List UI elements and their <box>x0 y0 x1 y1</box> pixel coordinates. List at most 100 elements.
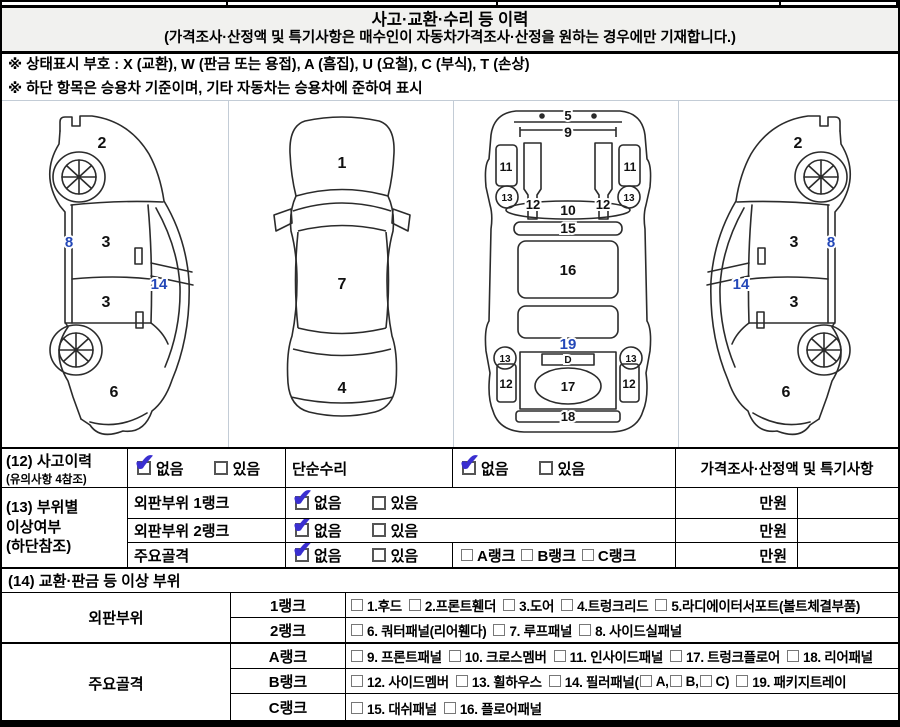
legend-note-1: ※ 상태표시 부호 : X (교환), W (판금 또는 용접), A (흠집)… <box>8 56 530 73</box>
part-label-sill: 8 <box>65 234 73 251</box>
exchange-header-label: (14) 교환·판금 등 이상 부위 <box>8 573 181 590</box>
part-label-side-member-fr: 12 <box>596 197 610 212</box>
checkbox-part-radiator-support[interactable] <box>655 599 668 612</box>
row-rank-c-parts: C랭크 15. 대쉬패널 16. 플로어패널 <box>230 692 898 722</box>
group-outer-panel-label-cell: 외판부위 <box>88 610 144 627</box>
part-label-sill: 8 <box>827 234 835 251</box>
checkbox-rank-b[interactable] <box>521 549 534 562</box>
rank2-amount-input-cell[interactable] <box>797 518 898 543</box>
checkbox-part-roof-panel[interactable] <box>493 624 506 637</box>
checkbox-repair-yes[interactable] <box>538 461 553 475</box>
part-label-floor-panel: 16 <box>560 262 577 279</box>
part-label-side-member-fl: 12 <box>526 197 540 212</box>
checkbox-part-wheelhouse[interactable] <box>455 675 468 688</box>
checkbox-part-front-panel[interactable] <box>351 650 363 663</box>
checkbox-part-rear-panel[interactable] <box>786 650 799 663</box>
checkbox-pillar-b[interactable] <box>669 675 682 688</box>
divider <box>496 0 498 5</box>
checkbox-accident-yes[interactable] <box>213 461 228 475</box>
row-outer-panel-rank1: 외판부위 1랭크 ✔없음 있음 만원 <box>127 488 898 518</box>
checkbox-part-side-member[interactable] <box>351 675 363 688</box>
checkbox-pillar-c[interactable] <box>699 675 712 688</box>
price-survey-header: 가격조사·산정액 및 특기사항 <box>700 461 874 478</box>
checkbox-part-side-sill-panel[interactable] <box>579 624 592 637</box>
checkbox-pillar-a[interactable] <box>639 675 652 688</box>
rank2-options-cell: ✔없음 있음 <box>285 518 675 543</box>
car-diagrams: 2 8 3 14 3 6 <box>2 100 898 447</box>
car-diagram-side-left: 2 8 3 14 3 6 <box>2 101 228 447</box>
section-title-box: 사고·교환·수리 등 이력 (가격조사·산정액 및 특기사항은 매수인이 자동차… <box>0 5 900 54</box>
part-label-trunk-floor: 17 <box>561 379 575 394</box>
accident-history-sublabel: (유의사항 4참조) <box>6 473 87 486</box>
row-part-condition: (13) 부위별 이상여부 (하단참조) 외판부위 1랭크 ✔없음 있음 만원 … <box>2 487 898 567</box>
checkbox-rank1-yes[interactable] <box>371 495 386 510</box>
row-rank-b-parts: B랭크 12. 사이드멤버 13. 휠하우스 14. 필러패널( A, B, C… <box>230 668 898 693</box>
checkbox-part-dash-panel[interactable] <box>351 701 363 714</box>
row-main-frame: 주요골격 ✔없음 있음 A랭크 B랭크 C랭크 만원 <box>127 542 898 567</box>
checkbox-frame-yes[interactable] <box>371 548 386 563</box>
row-exchange-header: (14) 교환·판금 등 이상 부위 <box>2 567 898 592</box>
checkbox-repair-none[interactable]: ✔ <box>459 449 480 477</box>
rank1-amount-input-cell[interactable] <box>797 488 898 518</box>
part-label-wheelhouse-rl: 13 <box>499 354 511 365</box>
accident-history-label: (12) 사고이력 <box>6 452 93 470</box>
checkbox-part-hood[interactable] <box>351 599 363 612</box>
checkbox-part-package-tray[interactable] <box>736 675 749 688</box>
part-label-roof: 7 <box>338 276 347 293</box>
checkbox-rank-c[interactable] <box>581 549 594 562</box>
checkbox-frame-none[interactable]: ✔ <box>292 543 313 564</box>
part-label-deck: D <box>564 355 571 366</box>
part-label-wheelhouse-rr: 13 <box>625 354 637 365</box>
checkbox-part-inside-panel[interactable] <box>553 650 566 663</box>
checkbox-rank2-none[interactable]: ✔ <box>292 519 313 540</box>
simple-repair-label-cell: 단순수리 <box>285 449 452 487</box>
checkbox-part-front-fender[interactable] <box>408 599 421 612</box>
group-main-frame-label-cell: 주요골격 <box>88 675 144 693</box>
row-rank1-parts: 1랭크 1.후드 2.프론트휀더 3.도어 4.트렁크리드 5.라디에이터서포트… <box>230 593 898 618</box>
checkbox-rank1-none[interactable]: ✔ <box>292 488 313 512</box>
checkbox-part-trunk-lid[interactable] <box>561 599 574 612</box>
checkbox-rank-a[interactable] <box>461 549 473 562</box>
row-rank-a-parts: A랭크 9. 프론트패널 10. 크로스멤버 11. 인사이드패널 17. 트렁… <box>230 644 898 669</box>
frame-rank-options-cell: A랭크 B랭크 C랭크 <box>452 543 675 567</box>
checkbox-part-floor-panel[interactable] <box>443 701 456 714</box>
car-diagram-side-right: 2 8 3 14 3 6 <box>678 101 897 447</box>
part-label-rear-door: 3 <box>102 294 111 311</box>
checkbox-part-pillar-panel[interactable] <box>548 675 561 688</box>
price-survey-header-cell: 가격조사·산정액 및 특기사항 <box>675 449 898 487</box>
checkbox-part-cross-member[interactable] <box>448 650 461 663</box>
part-label-pillar: 14 <box>733 276 750 293</box>
part-label-dash-panel: 15 <box>560 220 576 236</box>
checkbox-rank2-yes[interactable] <box>371 523 386 538</box>
part-condition-label-cell: (13) 부위별 이상여부 (하단참조) <box>6 499 79 556</box>
simple-repair-options-cell: ✔없음 있음 <box>452 449 675 487</box>
bottom-border <box>0 720 900 727</box>
part-label-fender: 2 <box>98 135 107 152</box>
part-label-front-door: 3 <box>790 234 799 251</box>
part-label-wheelhouse-fr: 13 <box>623 193 635 204</box>
frame-options-cell: ✔없음 있음 <box>285 543 452 567</box>
accident-history-label-cell: (12) 사고이력 (유의사항 4참조) <box>2 449 127 487</box>
checkbox-part-trunk-floor[interactable] <box>669 650 682 663</box>
frame-amount-input-cell[interactable] <box>797 543 898 567</box>
part-label-front-panel: 9 <box>564 124 572 140</box>
car-diagram-underbody-view: 5 9 11 11 12 12 13 13 10 15 16 19 13 13 … <box>453 101 678 447</box>
part-label-pillar: 14 <box>151 276 168 293</box>
divider <box>779 0 781 5</box>
row-outer-panel-rank2: 외판부위 2랭크 ✔없음 있음 만원 <box>127 517 898 543</box>
part-label-quarter: 6 <box>782 384 791 401</box>
part-label-rear-door: 3 <box>790 294 799 311</box>
checkbox-accident-none[interactable]: ✔ <box>134 449 155 477</box>
part-label-package-tray: 19 <box>560 336 577 353</box>
simple-repair-label: 단순수리 <box>292 460 348 478</box>
part-label-side-member-rr: 12 <box>622 377 636 391</box>
legend-note-2: ※ 하단 항목은 승용차 기준이며, 기타 자동차는 승용차에 준하여 표시 <box>8 80 423 97</box>
group-main-frame: 주요골격 A랭크 9. 프론트패널 10. 크로스멤버 11. 인사이드패널 1… <box>2 642 898 722</box>
checkbox-part-quarter-panel[interactable] <box>351 624 363 637</box>
part-label-trunk: 4 <box>338 380 347 397</box>
divider <box>226 0 228 5</box>
part-label-fender: 2 <box>794 135 803 152</box>
page-subtitle: (가격조사·산정액 및 특기사항은 매수인이 자동차가격조사·산정을 원하는 경… <box>164 30 736 47</box>
checkbox-part-door[interactable] <box>503 599 516 612</box>
